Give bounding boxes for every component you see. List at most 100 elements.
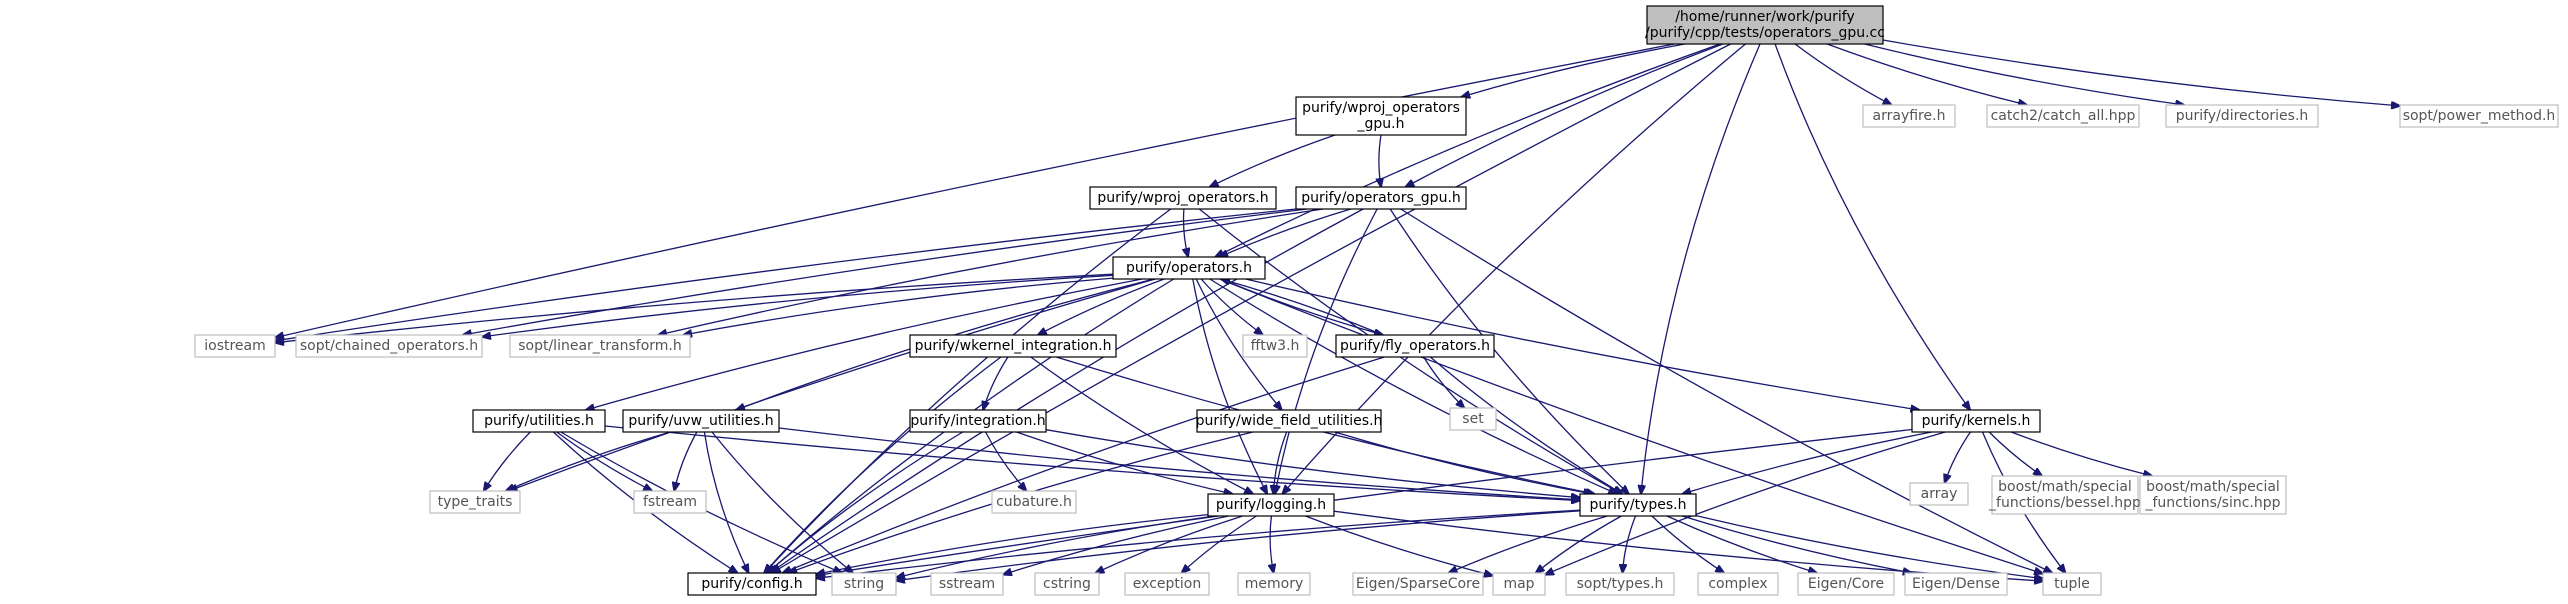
node-label-lintrans-line-0: sopt/linear_transform.h	[518, 338, 682, 354]
node-eigencore: Eigen/Core	[1797, 572, 1895, 596]
node-logging[interactable]: purify/logging.h	[1207, 493, 1335, 517]
node-fly[interactable]: purify/fly_operators.h	[1335, 334, 1495, 358]
edge-uvw-to-fstream	[674, 431, 698, 491]
node-box-bessel	[1991, 475, 2139, 515]
edge-root-to-catch	[1826, 43, 2027, 105]
node-label-sopttypes-line-0: sopt/types.h	[1577, 576, 1664, 592]
node-box-opgpu	[1295, 186, 1467, 210]
edge-operators-to-types	[1209, 278, 1617, 494]
node-box-cubature	[991, 490, 1077, 514]
node-label-fly-line-0: purify/fly_operators.h	[1340, 338, 1490, 354]
node-box-root	[1646, 5, 1884, 45]
node-box-fstream	[633, 490, 707, 514]
node-fstream: fstream	[633, 490, 707, 514]
node-box-widefield	[1196, 409, 1382, 433]
node-box-string	[831, 572, 897, 596]
node-label-kernels-line-0: purify/kernels.h	[1922, 413, 2031, 429]
node-box-tuple	[2042, 572, 2102, 596]
edge-wkernel-to-config	[764, 356, 1002, 573]
edge-wkernel-to-integration	[983, 356, 1009, 410]
node-types[interactable]: purify/types.h	[1579, 493, 1697, 517]
node-label-bessel-line-0: boost/math/special	[1998, 479, 2132, 495]
node-box-typetraits	[429, 490, 521, 514]
edge-types-to-sparse	[1449, 515, 1608, 573]
node-typetraits: type_traits	[429, 490, 521, 514]
edge-logging-to-config	[816, 513, 1209, 575]
edge-fly-to-types	[1429, 356, 1622, 494]
node-box-wkernel	[909, 334, 1117, 358]
node-widefield[interactable]: purify/wide_field_utilities.h	[1196, 409, 1383, 433]
node-label-logging-line-0: purify/logging.h	[1216, 497, 1326, 513]
edge-logging-to-map	[1305, 515, 1494, 576]
node-uvw[interactable]: purify/uvw_utilities.h	[622, 409, 780, 433]
node-label-sinc-line-1: _functions/sinc.hpp	[2144, 495, 2280, 511]
edge-logging-to-memory	[1270, 515, 1274, 573]
node-sstream: sstream	[930, 572, 1004, 596]
edge-operators-to-fftw	[1200, 278, 1263, 335]
edge-integration-to-logging	[1016, 431, 1232, 494]
edge-logging-to-exception	[1182, 515, 1257, 573]
node-label-wkernel-line-0: purify/wkernel_integration.h	[915, 338, 1112, 354]
node-label-wproj-line-0: purify/wproj_operators.h	[1097, 190, 1268, 206]
edge-operators-to-chained	[482, 274, 1114, 337]
node-iostream: iostream	[194, 334, 276, 358]
node-box-iostream	[194, 334, 276, 358]
edge-operators-to-wkernel	[1038, 278, 1165, 335]
edge-types-to-config	[816, 509, 1581, 578]
edge-kernels-to-config	[816, 428, 1913, 576]
node-opgpu[interactable]: purify/operators_gpu.h	[1295, 186, 1467, 210]
node-lintrans: sopt/linear_transform.h	[509, 334, 691, 358]
node-box-array	[1909, 482, 1969, 506]
node-cstring: cstring	[1034, 572, 1100, 596]
node-label-root-line-1: /purify/cpp/tests/operators_gpu.cc	[1645, 25, 1885, 41]
node-label-cubature-line-0: cubature.h	[996, 494, 1072, 510]
edge-types-to-sopttypes	[1623, 515, 1637, 573]
node-wproj[interactable]: purify/wproj_operators.h	[1089, 186, 1277, 210]
node-box-kernels	[1911, 409, 2041, 433]
edge-wproj-to-operators	[1184, 208, 1189, 257]
node-box-fftw	[1242, 334, 1308, 358]
node-box-wproj	[1089, 186, 1277, 210]
node-label-uvw-line-0: purify/uvw_utilities.h	[628, 413, 773, 429]
node-root[interactable]: /home/runner/work/purify/purify/cpp/test…	[1645, 5, 1885, 45]
node-label-map-line-0: map	[1503, 576, 1534, 592]
node-utilities[interactable]: purify/utilities.h	[472, 409, 606, 433]
edge-opgpu-to-operators	[1219, 208, 1351, 257]
node-wproj_gpu[interactable]: purify/wproj_operators_gpu.h	[1295, 96, 1467, 136]
node-box-eigendense	[1904, 572, 2008, 596]
edge-operators-to-kernels	[1245, 278, 1920, 410]
node-label-power-line-0: sopt/power_method.h	[2403, 108, 2556, 124]
node-box-exception	[1124, 572, 1210, 596]
edge-opgpu-to-types	[1389, 208, 1629, 494]
node-sopttypes: sopt/types.h	[1565, 572, 1675, 596]
node-integration[interactable]: purify/integration.h	[909, 409, 1047, 433]
edge-uvw-to-string	[711, 431, 853, 573]
node-bessel: boost/math/special_functions/bessel.hpp	[1988, 475, 2141, 515]
node-sinc: boost/math/special_functions/sinc.hpp	[2139, 475, 2287, 515]
node-config[interactable]: purify/config.h	[687, 572, 817, 596]
edge-opgpu-to-tuple	[1400, 208, 2053, 573]
node-memory: memory	[1237, 572, 1311, 596]
node-eigendense: Eigen/Dense	[1904, 572, 2008, 596]
node-box-map	[1492, 572, 1546, 596]
node-kernels[interactable]: purify/kernels.h	[1911, 409, 2041, 433]
node-box-operators	[1112, 256, 1266, 280]
edge-opgpu-to-chained	[463, 208, 1308, 335]
node-box-lintrans	[509, 334, 691, 358]
node-label-widefield-line-0: purify/wide_field_utilities.h	[1196, 413, 1383, 429]
node-box-directories	[2165, 104, 2319, 128]
node-box-wproj_gpu	[1295, 96, 1467, 136]
node-label-eigencore-line-0: Eigen/Core	[1808, 576, 1884, 592]
node-label-bessel-line-1: _functions/bessel.hpp	[1988, 495, 2141, 511]
edge-root-to-operators	[1215, 43, 1721, 257]
edge-widefield-to-logging	[1273, 431, 1288, 494]
node-chained: sopt/chained_operators.h	[295, 334, 483, 358]
node-operators[interactable]: purify/operators.h	[1112, 256, 1266, 280]
edge-uvw-to-config	[703, 431, 748, 573]
edge-fly-to-config	[783, 356, 1385, 573]
node-wkernel[interactable]: purify/wkernel_integration.h	[909, 334, 1117, 358]
edge-root-to-config	[772, 43, 1731, 573]
node-box-uvw	[622, 409, 780, 433]
node-box-chained	[295, 334, 483, 358]
node-box-sstream	[930, 572, 1004, 596]
